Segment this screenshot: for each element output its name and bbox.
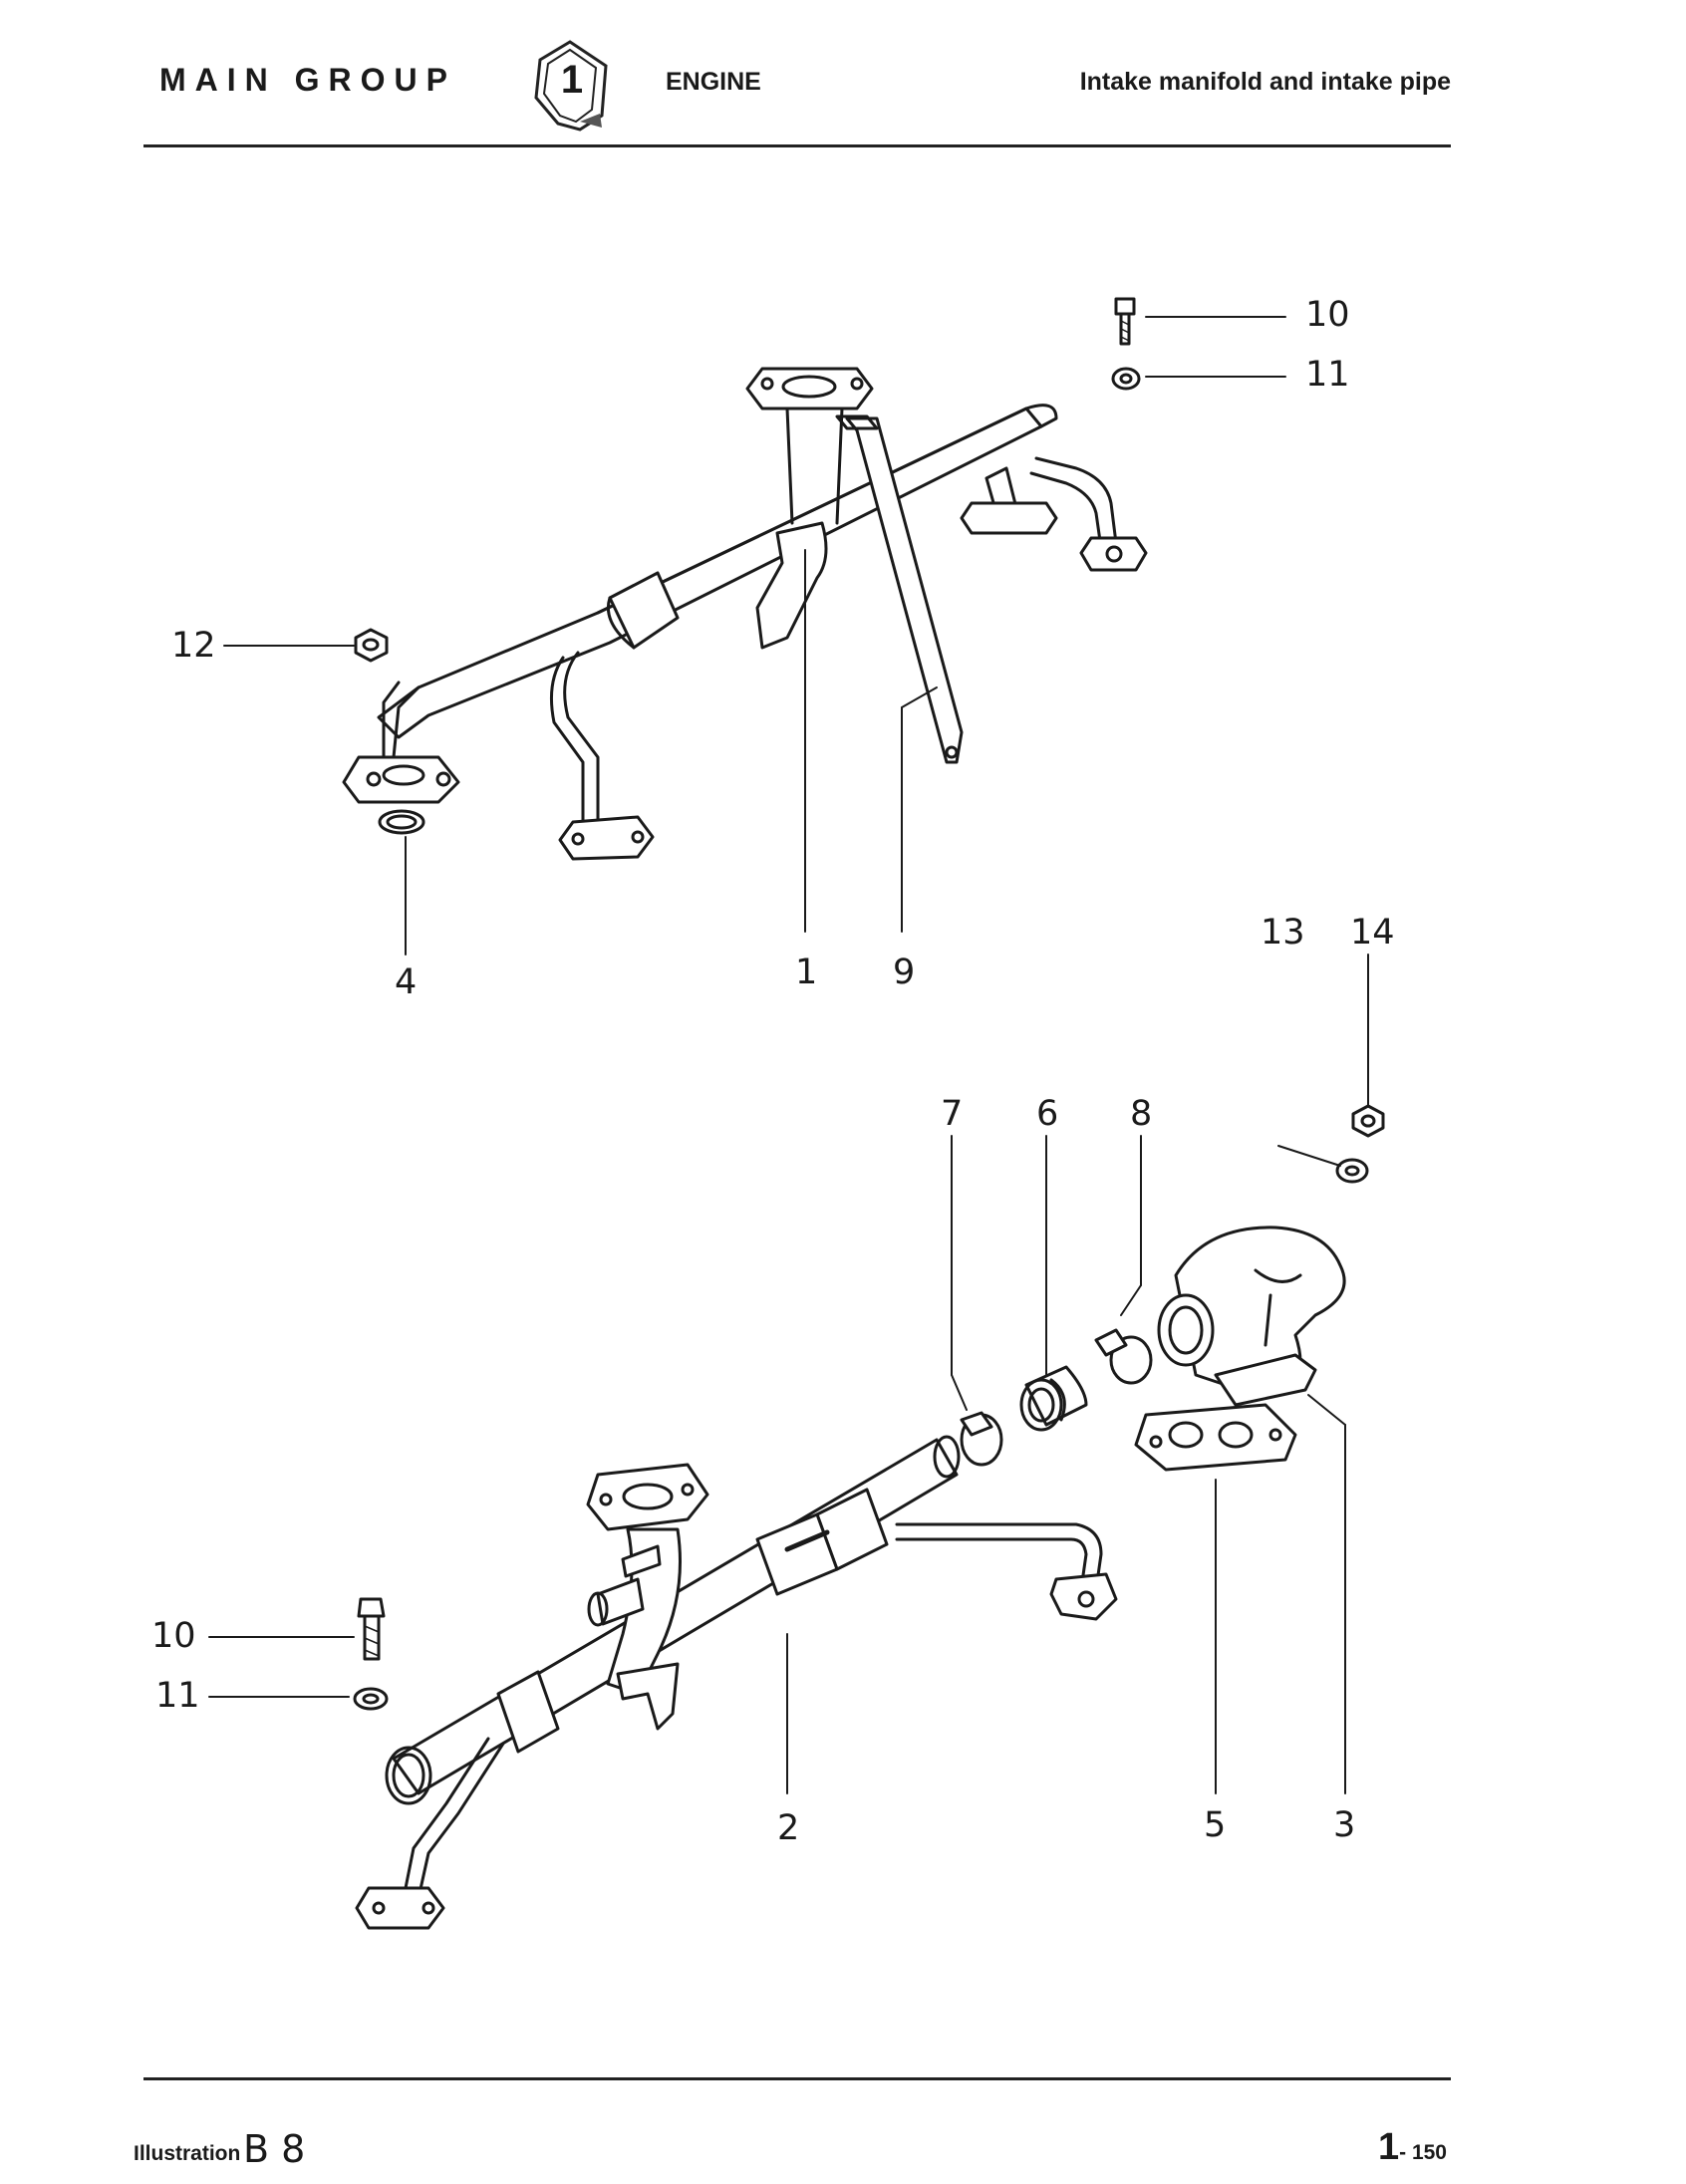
group-number: 1 — [560, 58, 584, 102]
footer-divider — [143, 2077, 1451, 2080]
section-name: ENGINE — [666, 68, 761, 96]
callout-9: 9 — [893, 953, 916, 992]
intake-manifold-upper — [342, 367, 1148, 861]
illustration-code: B 8 — [243, 2127, 306, 2171]
washer-11-upper — [1111, 367, 1141, 391]
callout-4: 4 — [395, 962, 418, 1002]
rubber-hose-6 — [1019, 1365, 1088, 1432]
main-group-heading: MAIN GROUP — [159, 62, 456, 98]
callout-1: 1 — [795, 953, 818, 992]
page-main: 1 — [1377, 2126, 1400, 2168]
washer-13 — [1335, 1158, 1369, 1184]
page-sub: - 150 — [1399, 2141, 1447, 2164]
support-strut — [835, 414, 964, 764]
callout-6: 6 — [1036, 1094, 1059, 1134]
page-title: Intake manifold and intake pipe — [1079, 68, 1451, 96]
hose-clamp-7 — [960, 1411, 1003, 1467]
callout-10-upper: 10 — [1305, 295, 1350, 335]
main-group-badge-icon — [534, 40, 608, 132]
intake-housing-3 — [1157, 1226, 1346, 1407]
nut-12 — [354, 628, 389, 663]
leader-lines — [208, 316, 1369, 1794]
callout-13: 13 — [1261, 913, 1305, 953]
callout-10-lower: 10 — [151, 1616, 196, 1656]
callout-2: 2 — [777, 1808, 800, 1848]
page-number: 1 - 150 — [1378, 2126, 1447, 2169]
header-divider — [143, 144, 1451, 147]
hose-clamp-8 — [1094, 1328, 1153, 1385]
intake-pipe-lower — [355, 1435, 1118, 1930]
nut-14 — [1351, 1104, 1385, 1138]
illustration-label: Illustration — [134, 2142, 241, 2165]
bolt-10-upper — [1114, 297, 1136, 346]
callout-12: 12 — [171, 626, 216, 666]
callout-8: 8 — [1130, 1094, 1153, 1134]
bolt-10-lower — [357, 1597, 386, 1661]
callout-11-upper: 11 — [1305, 355, 1350, 395]
callout-5: 5 — [1204, 1805, 1227, 1845]
callout-7: 7 — [941, 1094, 964, 1134]
callout-14: 14 — [1350, 913, 1395, 953]
gasket-5 — [1134, 1403, 1297, 1472]
callout-3: 3 — [1333, 1805, 1356, 1845]
callout-11-lower: 11 — [155, 1676, 200, 1716]
washer-11-lower — [353, 1687, 389, 1711]
